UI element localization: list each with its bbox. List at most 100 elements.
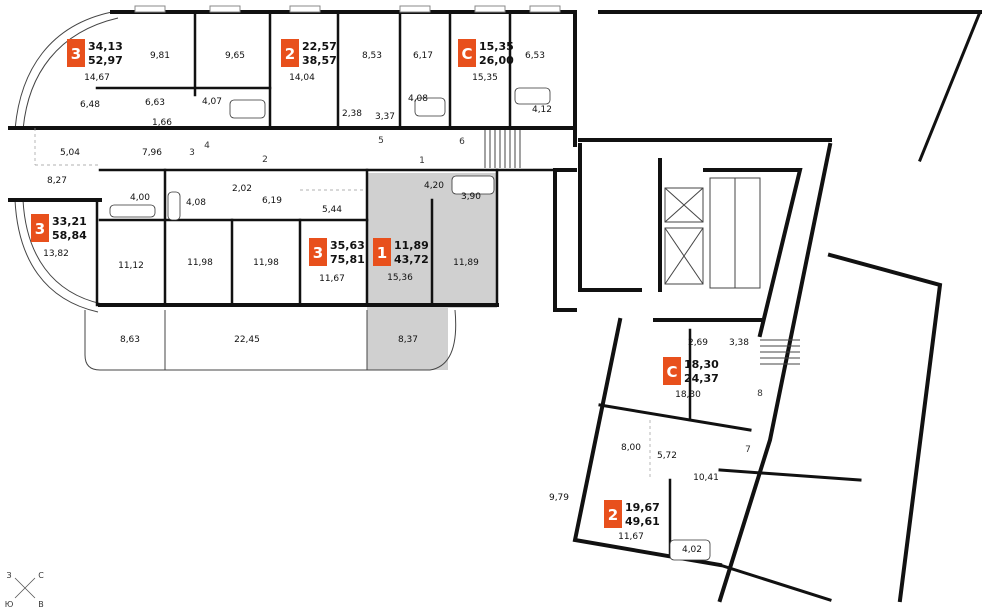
- room-area: 2,69: [688, 338, 708, 348]
- room-area: 8,63: [120, 335, 140, 345]
- room-area: 5,72: [657, 451, 677, 461]
- living-area: 15,35: [479, 40, 514, 53]
- room-area: 6,53: [525, 51, 545, 61]
- apartment-type: 3: [35, 220, 45, 238]
- badge-type-box: [67, 39, 85, 67]
- badge-type-box: [373, 238, 391, 266]
- stairs: [484, 130, 800, 365]
- apartment-badge[interactable]: С 18,30 24,37: [663, 357, 719, 385]
- apartment-badge[interactable]: 1 11,89 43,72: [373, 238, 429, 266]
- room-area: 11,67: [618, 532, 644, 542]
- room-area: 15,35: [472, 73, 498, 83]
- total-area: 43,72: [394, 253, 429, 266]
- total-area: 75,81: [330, 253, 365, 266]
- living-area: 18,30: [684, 358, 719, 371]
- room-area: 8,00: [621, 443, 641, 453]
- room-labels: 14,67 9,81 9,65 14,04 8,53 6,17 15,35 6,…: [43, 51, 749, 555]
- entrance-number: 7: [745, 445, 751, 455]
- room-area: 3,38: [729, 338, 749, 348]
- room-area: 4,08: [186, 198, 206, 208]
- room-area: 4,07: [202, 97, 222, 107]
- apartment-type: 2: [608, 506, 618, 524]
- room-area: 14,04: [289, 73, 315, 83]
- room-area: 7,96: [142, 148, 162, 158]
- apartment-badge[interactable]: 3 35,63 75,81: [309, 238, 365, 266]
- windows: [134, 5, 561, 13]
- compass-south: Ю: [5, 600, 14, 609]
- badge-type-box: [281, 39, 299, 67]
- room-area: 11,98: [187, 258, 213, 268]
- apartment-type: 1: [377, 244, 387, 262]
- room-area: 11,89: [453, 258, 479, 268]
- room-area: 6,19: [262, 196, 282, 206]
- living-area: 34,13: [88, 40, 123, 53]
- room-area: 8,37: [398, 335, 418, 345]
- room-area: 3,37: [375, 112, 395, 122]
- room-area: 9,81: [150, 51, 170, 61]
- total-area: 49,61: [625, 515, 660, 528]
- entrance-number: 2: [262, 155, 268, 165]
- apartment-badge[interactable]: 3 33,21 58,84: [31, 214, 87, 242]
- badge-type-box: [604, 500, 622, 528]
- room-area: 9,79: [549, 493, 569, 503]
- room-area: 13,82: [43, 249, 69, 259]
- entrance-number: 4: [204, 141, 210, 151]
- living-area: 35,63: [330, 239, 365, 252]
- room-area: 5,44: [322, 205, 342, 215]
- apartment-type: С: [461, 45, 472, 63]
- room-area: 4,00: [130, 193, 150, 203]
- room-area: 4,12: [532, 105, 552, 115]
- entrance-numbers: 1 2 3 4 5 6 7 8: [189, 136, 763, 455]
- apartment-badge[interactable]: 2 22,57 38,57: [281, 39, 337, 67]
- compass-east: В: [38, 600, 44, 609]
- apartment-badge[interactable]: 2 19,67 49,61: [604, 500, 660, 528]
- room-area: 14,67: [84, 73, 110, 83]
- room-area: 6,63: [145, 98, 165, 108]
- room-area: 2,02: [232, 184, 252, 194]
- room-area: 6,17: [413, 51, 433, 61]
- compass: З С Ю В: [5, 571, 45, 609]
- room-area: 5,04: [60, 148, 80, 158]
- badge-type-box: [31, 214, 49, 242]
- badge-type-box: [309, 238, 327, 266]
- living-area: 22,57: [302, 40, 337, 53]
- room-area: 11,12: [118, 261, 144, 271]
- apartment-badge[interactable]: С 15,35 26,00: [458, 39, 514, 67]
- badge-type-box: [663, 357, 681, 385]
- compass-north: С: [38, 571, 44, 580]
- room-area: 3,90: [461, 192, 481, 202]
- entrance-number: 8: [757, 389, 763, 399]
- apartment-type: 3: [313, 244, 323, 262]
- apartment-type: 3: [71, 45, 81, 63]
- entrance-number: 1: [419, 156, 425, 166]
- room-area: 4,02: [682, 545, 702, 555]
- total-area: 58,84: [52, 229, 87, 242]
- living-area: 33,21: [52, 215, 87, 228]
- balcony-outline: [84, 309, 457, 371]
- left-facade: [14, 11, 119, 313]
- room-area: 8,53: [362, 51, 382, 61]
- entrance-number: 6: [459, 137, 465, 147]
- entrance-number: 5: [378, 136, 384, 146]
- compass-west: З: [6, 571, 11, 580]
- total-area: 26,00: [479, 54, 514, 67]
- room-area: 4,20: [424, 181, 444, 191]
- total-area: 38,57: [302, 54, 337, 67]
- interior-walls: [95, 10, 692, 557]
- apartment-badge[interactable]: 3 34,13 52,97: [67, 39, 123, 67]
- living-area: 11,89: [394, 239, 429, 252]
- room-area: 18,30: [675, 390, 701, 400]
- bathtubs: [109, 87, 711, 561]
- total-area: 24,37: [684, 372, 719, 385]
- room-area: 2,38: [342, 109, 362, 119]
- badge-type-box: [458, 39, 476, 67]
- room-area: 22,45: [234, 335, 260, 345]
- room-area: 8,27: [47, 176, 67, 186]
- room-area: 15,36: [387, 273, 413, 283]
- entrance-number: 3: [189, 148, 195, 158]
- apartment-type: С: [666, 363, 677, 381]
- apartment-type: 2: [285, 45, 295, 63]
- room-area: 10,41: [693, 473, 719, 483]
- total-area: 52,97: [88, 54, 123, 67]
